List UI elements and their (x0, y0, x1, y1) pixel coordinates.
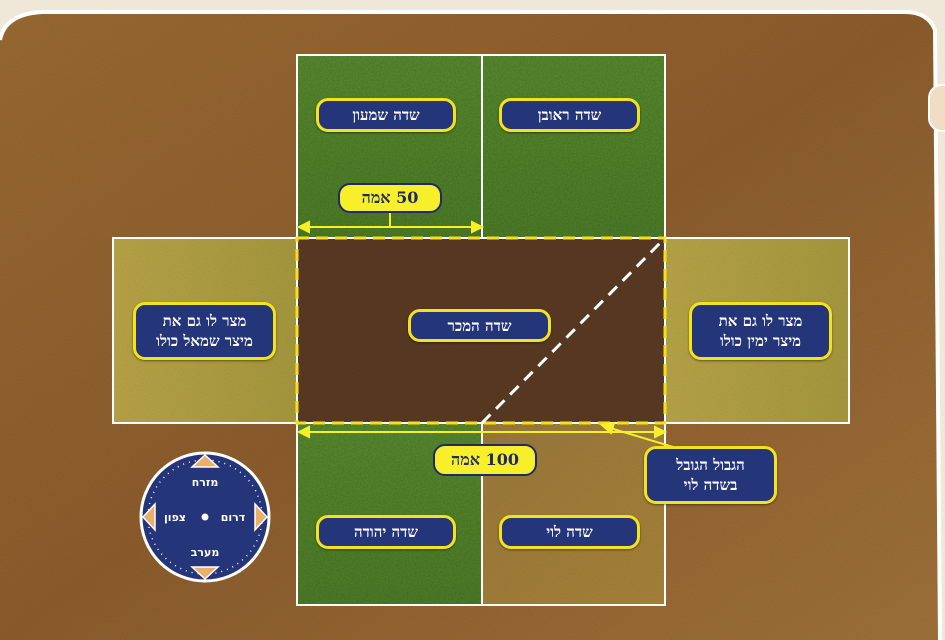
compass-center-dot (202, 514, 209, 521)
label-yehuda-field: שדה יהודה (316, 515, 456, 549)
label-border-note: הגבול הגובל בשדה לוי (644, 446, 777, 504)
compass-north: צפון (164, 511, 186, 524)
compass: מזרח מערב צפון דרום (141, 453, 269, 581)
label-right-side: מצר לו גם את מיצר ימין כולו (689, 302, 832, 360)
compass-west: מערב (191, 546, 220, 559)
side-tab[interactable] (928, 84, 945, 132)
measure-50-label: 50 אמה (338, 183, 442, 213)
measure-100-label: 100 אמה (433, 444, 537, 476)
compass-south: דרום (221, 511, 246, 524)
label-sold-field: שדה המכר (408, 309, 551, 342)
label-reuven-field: שדה ראובן (499, 98, 640, 132)
compass-east: מזרח (192, 476, 219, 489)
label-shimon-field: שדה שמעון (316, 98, 456, 132)
label-levi-field: שדה לוי (499, 515, 640, 549)
label-left-side: מצר לו גם את מיצר שמאל כולו (133, 302, 276, 360)
